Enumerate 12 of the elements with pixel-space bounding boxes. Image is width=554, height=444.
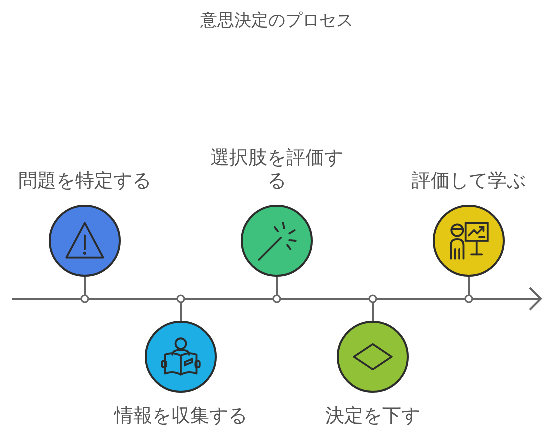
diagram-title: 意思決定のプロセス <box>200 10 354 32</box>
connector-line <box>176 294 186 321</box>
connector-line <box>368 294 378 321</box>
step-label: 評価して学ぶ <box>412 170 526 193</box>
step-label: 情報を収集する <box>114 405 248 428</box>
timeline-arrow <box>12 287 542 311</box>
connector-line <box>464 277 474 304</box>
step-label: 決定を下す <box>326 405 420 428</box>
connector-line <box>272 277 282 304</box>
connector-line <box>80 277 90 304</box>
step-label: 選択肢を評価する <box>210 147 344 193</box>
step-label: 問題を特定する <box>18 170 152 193</box>
